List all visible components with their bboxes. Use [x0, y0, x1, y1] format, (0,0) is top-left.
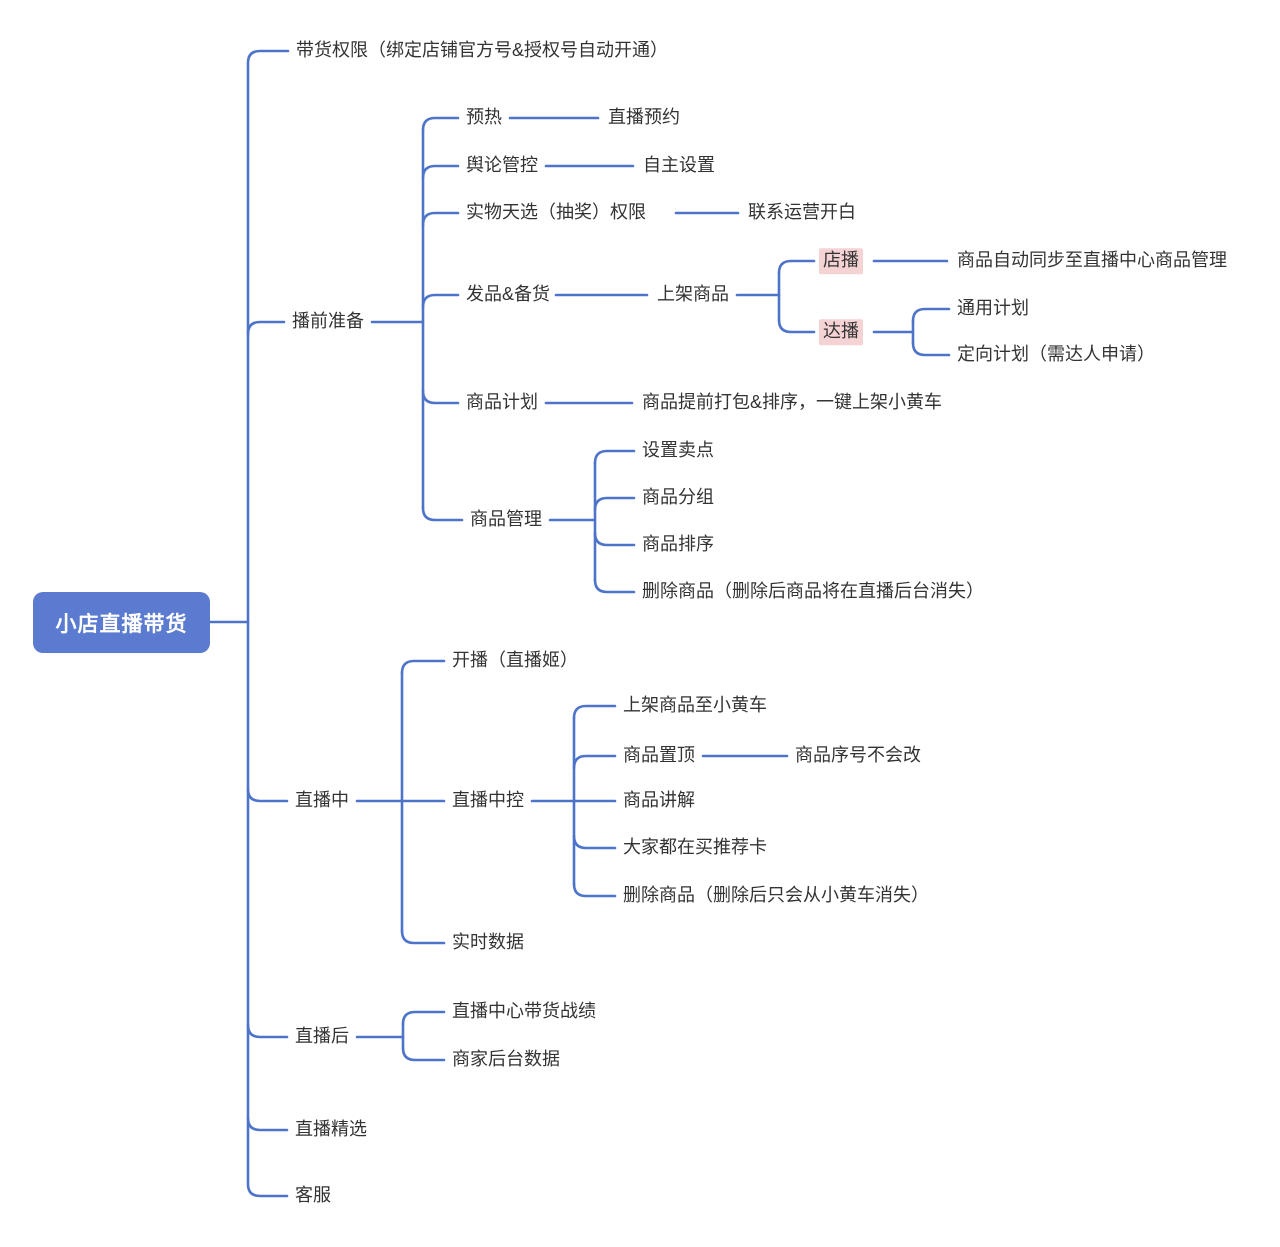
node-live-center-sales-record[interactable]: 直播中心带货战绩	[452, 1001, 596, 1022]
node-warmup[interactable]: 预热	[466, 107, 502, 128]
node-merchant-backend-data[interactable]: 商家后台数据	[452, 1049, 560, 1070]
node-targeted-plan[interactable]: 定向计划（需达人申请）	[957, 344, 1155, 365]
node-self-setting[interactable]: 自主设置	[643, 155, 715, 176]
node-product-number-unchanged[interactable]: 商品序号不会改	[795, 745, 921, 766]
node-auto-sync-to-live-center[interactable]: 商品自动同步至直播中心商品管理	[957, 250, 1227, 271]
node-during-live[interactable]: 直播中	[295, 790, 349, 811]
node-everyone-buying-card[interactable]: 大家都在买推荐卡	[623, 837, 767, 858]
node-live-selection[interactable]: 直播精选	[295, 1119, 367, 1140]
node-live-console[interactable]: 直播中控	[452, 790, 524, 811]
root-node-shop-live-selling[interactable]: 小店直播带货	[33, 592, 210, 653]
node-product-management[interactable]: 商品管理	[470, 509, 542, 530]
node-product-explain[interactable]: 商品讲解	[623, 790, 695, 811]
node-delete-product-cart-only[interactable]: 删除商品（删除后只会从小黄车消失）	[623, 885, 929, 906]
node-after-live[interactable]: 直播后	[295, 1026, 349, 1047]
node-talent-broadcast[interactable]: 达播	[819, 319, 863, 345]
node-delete-product-backend[interactable]: 删除商品（删除后商品将在直播后台消失）	[642, 581, 984, 602]
node-store-broadcast[interactable]: 店播	[819, 248, 863, 274]
node-product-grouping[interactable]: 商品分组	[642, 487, 714, 508]
node-selling-permission[interactable]: 带货权限（绑定店铺官方号&授权号自动开通）	[296, 40, 669, 61]
node-pin-product[interactable]: 商品置顶	[623, 745, 695, 766]
node-pre-live-preparation[interactable]: 播前准备	[292, 311, 364, 332]
node-customer-service[interactable]: 客服	[295, 1185, 331, 1206]
node-list-to-yellow-cart[interactable]: 上架商品至小黄车	[623, 695, 767, 716]
node-physical-lottery-permission[interactable]: 实物天选（抽奖）权限	[466, 202, 646, 223]
node-general-plan[interactable]: 通用计划	[957, 298, 1029, 319]
node-product-sorting[interactable]: 商品排序	[642, 534, 714, 555]
node-start-broadcast[interactable]: 开播（直播姬）	[452, 650, 578, 671]
node-set-selling-points[interactable]: 设置卖点	[642, 440, 714, 461]
node-product-release-stock[interactable]: 发品&备货	[466, 284, 551, 305]
node-product-plan[interactable]: 商品计划	[466, 392, 538, 413]
node-contact-operation-whitelist[interactable]: 联系运营开白	[748, 202, 856, 223]
node-list-products[interactable]: 上架商品	[657, 284, 729, 305]
node-product-prepack-sort[interactable]: 商品提前打包&排序，一键上架小黄车	[642, 392, 943, 413]
node-opinion-control[interactable]: 舆论管控	[466, 155, 538, 176]
node-live-reservation[interactable]: 直播预约	[608, 107, 680, 128]
node-realtime-data[interactable]: 实时数据	[452, 932, 524, 953]
